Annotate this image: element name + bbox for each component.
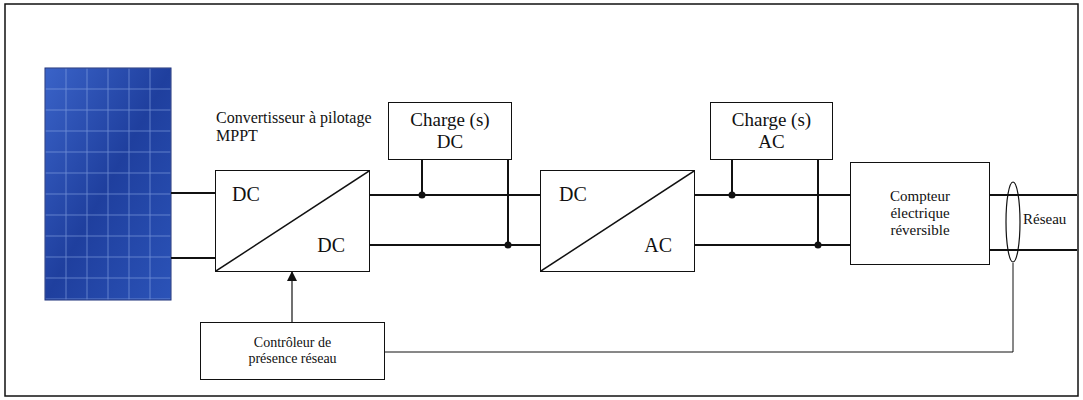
power-bus (695, 195, 850, 245)
grid-wire (990, 195, 1077, 250)
controller-label: Contrôleur de présence réseau (233, 335, 353, 367)
power-bus (695, 160, 818, 245)
current-sensor (1006, 182, 1020, 262)
port-label: DC (559, 183, 587, 206)
port-label: DC (317, 234, 345, 257)
converter-box: Convertisseur à pilotage MPPTDCDC (215, 170, 370, 272)
panel-wire (171, 193, 215, 258)
port-label: AC (644, 234, 672, 257)
grid-label: Réseau (1021, 211, 1068, 228)
control-arrow (291, 272, 292, 322)
load-label: Charge (s) AC (722, 109, 822, 153)
load-box: Charge (s) DC (388, 102, 512, 160)
power-bus (370, 160, 508, 245)
sense-wire (385, 263, 1013, 352)
inverter-box: DC AC (540, 170, 695, 272)
frame (5, 4, 1078, 396)
meter-label: Compteur électrique réversible (870, 188, 970, 240)
controller-box: Contrôleur de présence réseau (200, 322, 385, 380)
converter-heading: Convertisseur à pilotage MPPT (216, 109, 381, 146)
load-label: Charge (s) DC (400, 109, 500, 153)
solar-panel (45, 68, 171, 300)
power-bus (370, 195, 540, 245)
port-label: DC (232, 183, 260, 206)
meter-box: Compteur électrique réversible (850, 162, 990, 265)
load-box: Charge (s) AC (710, 102, 833, 160)
